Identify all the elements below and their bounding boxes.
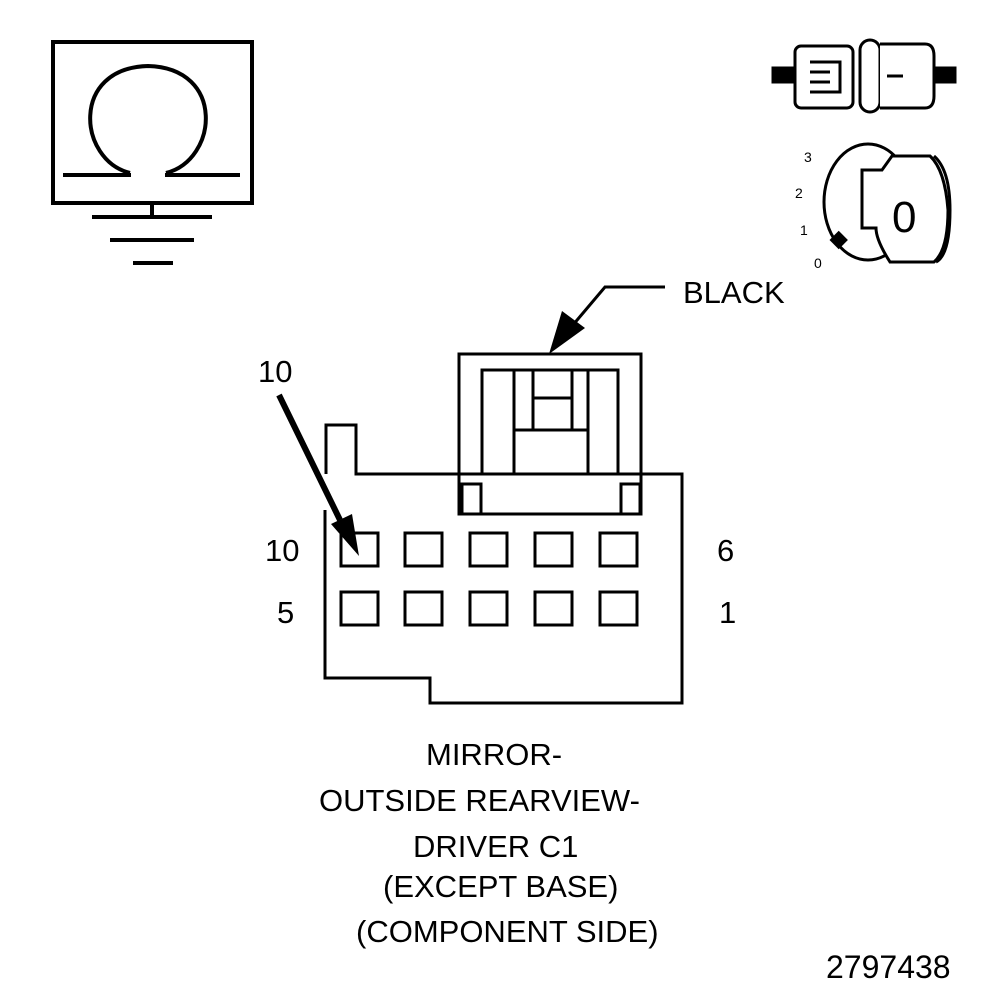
caption-line-2: OUTSIDE REARVIEW- bbox=[319, 783, 640, 818]
color-callout-arrowhead bbox=[549, 311, 585, 354]
ignition-pointer bbox=[829, 230, 848, 250]
pin-5 bbox=[339, 590, 380, 627]
row-label-bottom-left: 5 bbox=[277, 595, 294, 630]
row-label-top-right: 6 bbox=[717, 533, 734, 568]
caption-line-3: DRIVER C1 bbox=[413, 829, 578, 864]
ignition-position-0: 0 bbox=[814, 255, 822, 271]
row-label-bottom-right: 1 bbox=[719, 595, 736, 630]
pin-10 bbox=[339, 531, 380, 568]
pin-1 bbox=[598, 590, 639, 627]
pin-4 bbox=[403, 590, 444, 627]
connector-lock-inner bbox=[480, 368, 620, 476]
pin-6 bbox=[598, 531, 639, 568]
ignition-position-3: 3 bbox=[804, 149, 812, 165]
ignition-off-icon: 3 2 1 0 0 bbox=[795, 142, 952, 271]
pin-2 bbox=[533, 590, 574, 627]
pin-callout-arrowhead bbox=[331, 514, 359, 556]
caption-line-1: MIRROR- bbox=[426, 737, 562, 772]
pin-callout: 10 bbox=[258, 354, 359, 556]
pin-cavities bbox=[339, 531, 639, 627]
caption-line-5: (COMPONENT SIDE) bbox=[356, 914, 659, 949]
pin-9 bbox=[403, 531, 444, 568]
row-label-top-left: 10 bbox=[265, 533, 299, 568]
ohmmeter-ground-icon bbox=[51, 40, 254, 265]
pin-3 bbox=[468, 590, 509, 627]
ignition-key-label: 0 bbox=[892, 193, 916, 242]
figure-number: 2797438 bbox=[826, 949, 951, 985]
ignition-position-2: 2 bbox=[795, 185, 803, 201]
connector-lock-outer bbox=[457, 352, 643, 516]
pin-8 bbox=[468, 531, 509, 568]
ignition-position-1: 1 bbox=[800, 222, 808, 238]
ignition-key bbox=[860, 154, 950, 264]
connector-color-label: BLACK bbox=[683, 275, 785, 310]
pin-callout-label: 10 bbox=[258, 354, 292, 389]
connector-body bbox=[323, 352, 684, 705]
caption-line-4: (EXCEPT BASE) bbox=[383, 869, 618, 904]
connector-disconnected-icon bbox=[771, 38, 957, 114]
color-callout: BLACK bbox=[549, 275, 785, 354]
connector-caption: MIRROR- OUTSIDE REARVIEW- DRIVER C1 (EXC… bbox=[319, 737, 659, 949]
pin-7 bbox=[533, 531, 574, 568]
